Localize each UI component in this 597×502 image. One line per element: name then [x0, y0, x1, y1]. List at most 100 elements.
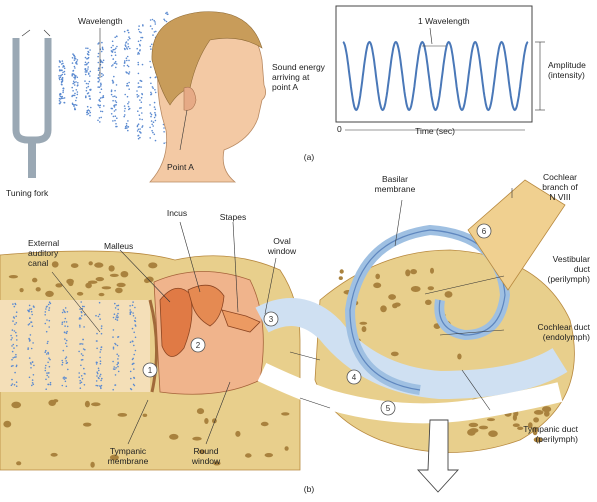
wave-dot: [75, 104, 78, 106]
wave-dot: [30, 363, 32, 365]
wave-dot: [150, 66, 152, 68]
wave-dot: [153, 106, 156, 108]
bone-pit: [169, 433, 179, 440]
wave-dot: [79, 308, 81, 311]
wave-dot: [78, 376, 80, 379]
wave-dot: [100, 50, 103, 53]
wave-dot: [83, 372, 86, 375]
wave-dot: [154, 113, 157, 116]
wave-dot: [73, 57, 76, 59]
wave-dot: [99, 121, 101, 123]
wave-dot: [80, 343, 82, 345]
wave-dot: [65, 377, 67, 379]
wave-dot: [154, 89, 156, 91]
wave-dot: [110, 89, 113, 91]
wave-dot: [125, 57, 128, 59]
wave-dot: [10, 334, 12, 337]
wave-dot: [96, 332, 98, 335]
wave-dot: [101, 41, 103, 44]
bone-pit: [117, 413, 128, 417]
wave-dot: [88, 80, 91, 83]
step-markers: 1 2 3 4 5 6: [142, 223, 492, 416]
wave-dot: [128, 36, 130, 38]
wave-dot: [99, 351, 101, 353]
wave-dot: [114, 100, 117, 102]
wave-dot: [48, 301, 51, 304]
wave-dot: [115, 316, 118, 318]
wave-dot: [80, 353, 83, 355]
wave-dot: [29, 317, 31, 320]
wave-dot: [154, 108, 157, 111]
wave-dot: [141, 36, 144, 39]
wave-dot: [96, 375, 98, 377]
wave-dot: [15, 311, 18, 314]
wave-dot: [44, 369, 47, 372]
wave-dot: [44, 322, 47, 325]
wave-dot: [140, 36, 142, 39]
bone-pit: [32, 277, 38, 283]
bone-pit: [204, 418, 209, 424]
wave-dot: [138, 31, 141, 33]
wave-dot: [138, 86, 141, 88]
wave-dot: [65, 332, 68, 335]
wave-dot: [64, 325, 66, 327]
wave-dot: [59, 98, 62, 100]
wave-dot: [71, 57, 74, 59]
wave-dot: [29, 308, 31, 311]
wave-dot: [85, 47, 87, 49]
wave-dot: [99, 373, 102, 376]
wave-dot: [114, 119, 116, 122]
wave-dot: [64, 380, 67, 383]
wave-dot: [101, 72, 103, 75]
wave-dot: [128, 59, 130, 62]
wave-dot: [101, 377, 103, 380]
wave-dot: [76, 63, 78, 65]
wave-dot: [153, 19, 155, 22]
bone-pit: [76, 291, 84, 296]
wave-dot: [136, 130, 139, 132]
wave-dot: [12, 357, 14, 359]
wave-dot: [79, 324, 81, 327]
wave-dot: [71, 62, 74, 64]
wave-dot: [152, 121, 155, 123]
wave-dot: [27, 347, 30, 349]
wave-dot: [15, 381, 18, 384]
label-tuning-fork: Tuning fork: [6, 188, 49, 198]
wave-dot: [116, 363, 118, 366]
wave-dot: [101, 66, 104, 69]
wave-dot: [127, 43, 129, 45]
wave-dot: [12, 320, 14, 322]
wave-dot: [86, 92, 89, 95]
wave-dot: [59, 69, 62, 72]
wave-dot: [114, 368, 116, 371]
bone-pit: [8, 275, 18, 279]
wave-dot: [62, 71, 64, 74]
label-round-window-2: window: [191, 456, 221, 466]
bone-pit: [55, 283, 63, 288]
wave-dot: [97, 67, 100, 70]
wave-dot: [76, 91, 79, 93]
wave-dot: [139, 118, 141, 120]
wave-dot: [47, 351, 49, 354]
wave-dot: [32, 383, 35, 386]
wave-dot: [12, 364, 14, 367]
wave-dot: [61, 69, 63, 72]
wave-dot: [61, 384, 64, 387]
wave-dot: [137, 128, 140, 131]
wave-dot: [117, 336, 120, 338]
wave-dot: [47, 340, 49, 343]
wave-dot: [100, 379, 102, 382]
bone-pit: [196, 408, 205, 415]
wave-dot: [73, 59, 76, 61]
wave-dot: [61, 323, 63, 325]
bone-pit: [444, 291, 453, 298]
wave-dot: [137, 63, 140, 66]
wave-dot: [66, 345, 68, 348]
wave-dot: [114, 60, 117, 63]
wave-dot: [45, 308, 47, 310]
label-stapes: Stapes: [220, 212, 246, 222]
wave-dot: [97, 61, 100, 64]
wave-dot: [72, 70, 74, 72]
wave-dot: [80, 311, 83, 314]
wave-dot: [59, 101, 62, 103]
